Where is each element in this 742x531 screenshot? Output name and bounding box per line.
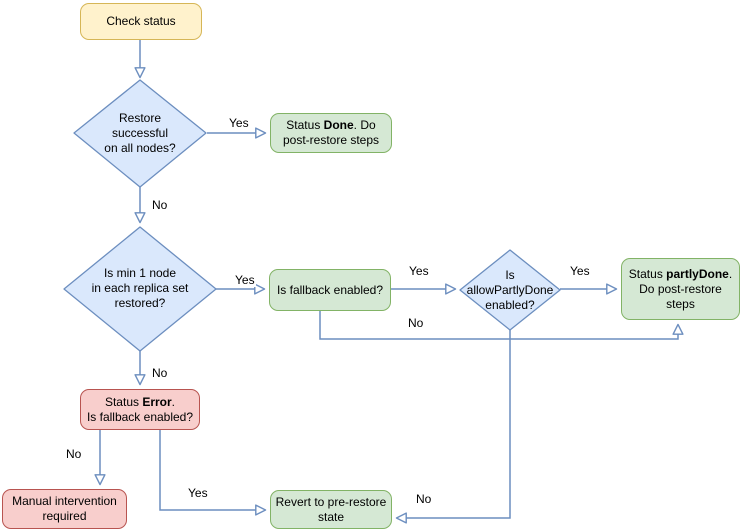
edge-allow-no-revert — [395, 330, 511, 524]
decision-restore-successful-shape — [73, 79, 207, 188]
node-check-status: Check status — [80, 3, 202, 40]
edge-label-no-error-manual: No — [65, 447, 83, 461]
edge-label-yes-min-fallback: Yes — [234, 273, 256, 287]
node-status-partly-done-label: Status partlyDone. Do post-restore steps — [629, 267, 732, 312]
status-error-line2: Is fallback enabled? — [86, 409, 194, 424]
decision-allow-partly-done-label: Is allowPartlyDone enabled? — [466, 268, 554, 312]
status-partly-done-line2: Do post-restore — [639, 281, 722, 296]
edge-label-yes-error-revert: Yes — [187, 486, 209, 500]
node-fallback-enabled: Is fallback enabled? — [269, 269, 391, 311]
edge-label-no-fallback-partly: No — [407, 316, 425, 330]
node-fallback-enabled-label: Is fallback enabled? — [276, 282, 384, 297]
node-status-partly-done: Status partlyDone. Do post-restore steps — [621, 258, 740, 320]
status-error-line1: Status Error. — [104, 394, 176, 409]
edge-label-no-allow-revert: No — [415, 492, 433, 506]
status-partly-done-line1: Status partlyDone. — [628, 266, 733, 281]
decision-min-one-node-shape — [63, 226, 217, 352]
node-check-status-label: Check status — [106, 14, 176, 28]
status-done-line2: post-restore steps — [282, 133, 380, 147]
node-manual-intervention: Manual intervention required — [2, 489, 127, 529]
decision-min-one-node-label: Is min 1 node in each replica set restor… — [91, 266, 189, 310]
node-status-error-label: Status Error. Is fallback enabled? — [87, 395, 193, 425]
status-partly-done-line3: steps — [666, 296, 695, 311]
node-manual-intervention-label: Manual intervention required — [12, 494, 117, 523]
node-revert-pre-restore: Revert to pre-restore state — [270, 490, 392, 529]
node-revert-pre-restore-label: Revert to pre-restore state — [275, 494, 387, 524]
edge-label-no-min-error: No — [151, 366, 169, 380]
node-status-done: Status Done. Do post-restore steps — [270, 113, 392, 153]
edge-label-yes-fallback-allow: Yes — [408, 264, 430, 278]
node-status-done-label: Status Done. Do post-restore steps — [283, 118, 379, 148]
edge-fallback-no-partly — [319, 311, 684, 340]
node-status-error: Status Error. Is fallback enabled? — [80, 389, 200, 430]
decision-allow-partly-done-shape — [459, 249, 561, 331]
decision-restore-successful-label: Restore successful on all nodes? — [104, 111, 176, 155]
edge-label-yes-restore-done: Yes — [228, 116, 250, 130]
edge-label-yes-allow-partly: Yes — [569, 264, 591, 278]
status-done-line1: Status Done. Do — [286, 118, 376, 132]
edge-error-yes-revert — [159, 430, 267, 516]
edge-label-no-restore-min: No — [151, 198, 169, 212]
